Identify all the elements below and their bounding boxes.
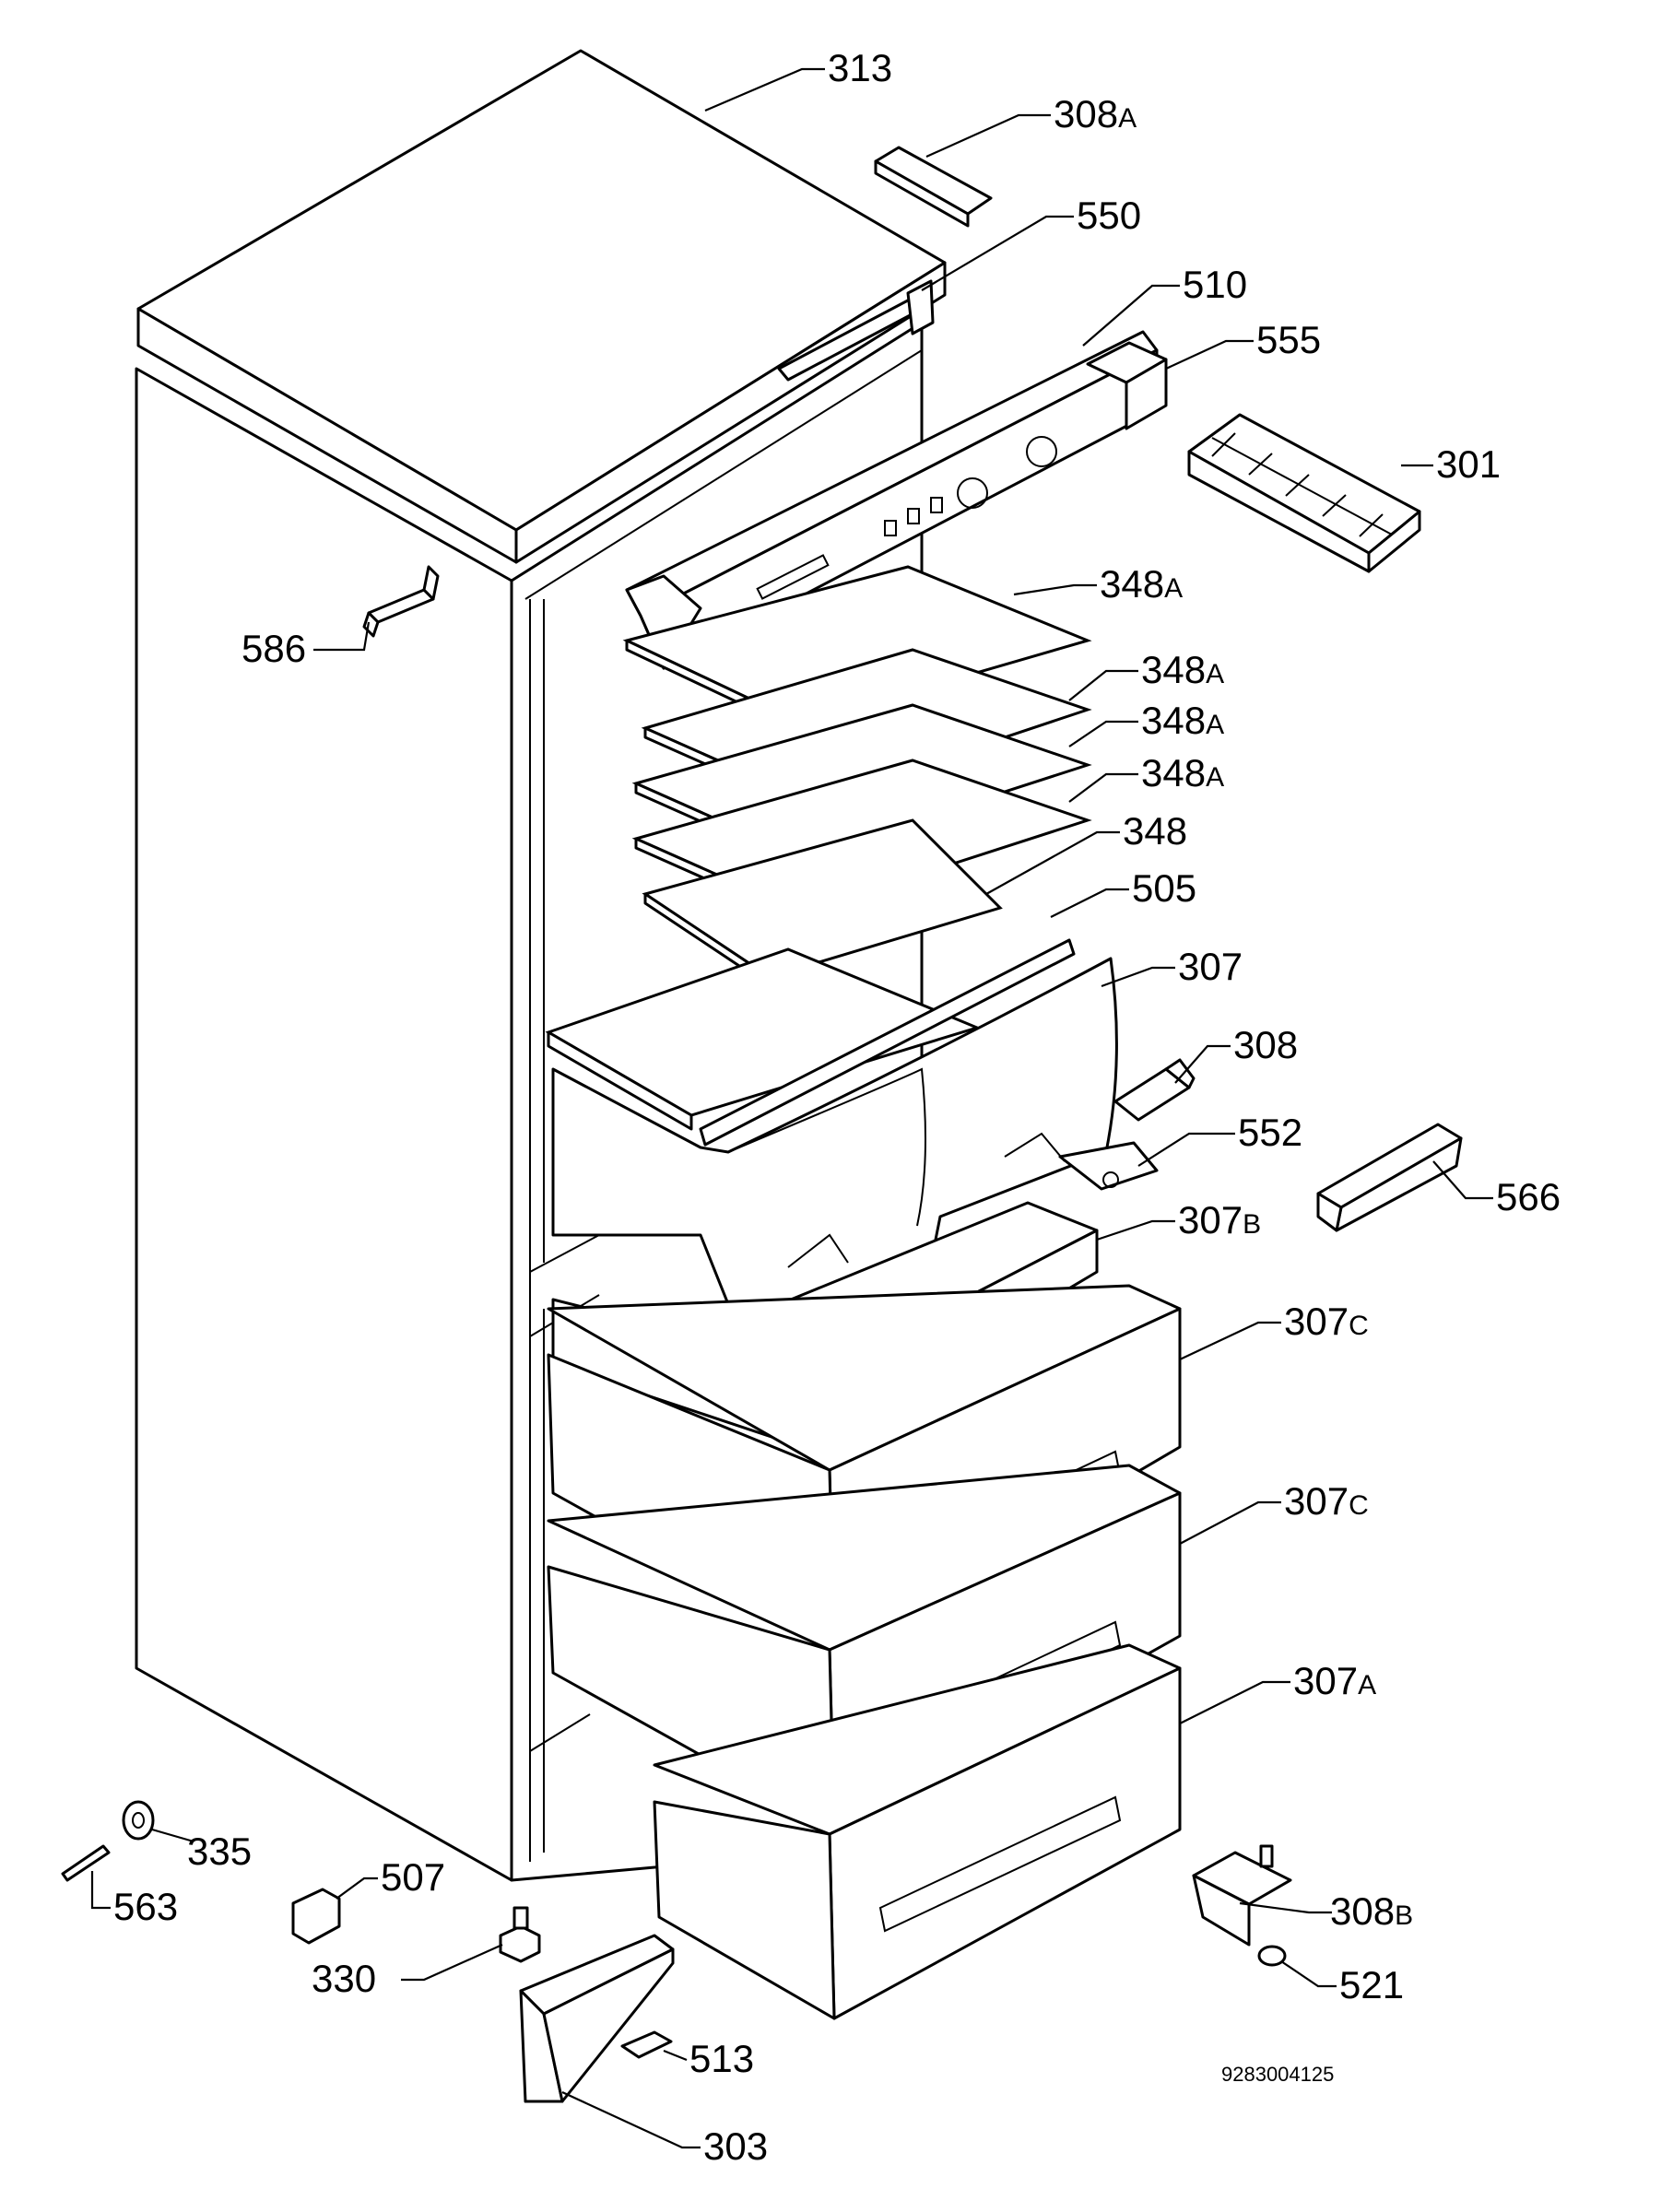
label-307: 307 [1178,945,1243,988]
label-330: 330 [312,1957,376,2000]
bracket-550 [777,279,935,382]
label-308: 308 [1233,1023,1298,1066]
cap-521 [1257,1945,1287,1967]
freezer-drawer-307a [653,1643,1182,2020]
handle-566 [1316,1123,1463,1232]
label-550: 550 [1077,194,1141,237]
crisper-cover-505 [545,938,1076,1147]
label-307b: 307B [1178,1198,1261,1241]
plinth-303 [519,1934,675,2103]
rail-552 [1058,1141,1159,1191]
label-308b: 308B [1330,1889,1413,1933]
label-335: 335 [187,1830,252,1873]
label-507: 507 [381,1855,445,1899]
label-348a-4: 348A [1141,751,1224,794]
part-labels: 313 308A 550 510 555 301 586 348A 348A 3… [113,46,1561,2168]
label-348: 348 [1123,809,1187,853]
ice-tray-301 [1187,413,1421,573]
label-566: 566 [1496,1175,1561,1218]
label-348a-1: 348A [1100,562,1183,606]
leader-lines [90,67,1493,2149]
label-521: 521 [1339,1963,1404,2006]
tab-513 [620,2030,673,2059]
label-586: 586 [241,627,306,670]
label-348a-3: 348A [1141,699,1224,742]
fan-housing-555 [1086,341,1168,430]
label-303: 303 [703,2124,768,2168]
label-313: 313 [828,46,892,89]
label-348a-2: 348A [1141,648,1224,691]
label-513: 513 [689,2037,754,2080]
label-555: 555 [1256,318,1321,361]
bracket-586 [362,565,440,638]
label-308a: 308A [1054,92,1137,135]
label-505: 505 [1132,866,1196,910]
label-307a: 307A [1293,1659,1376,1702]
label-510: 510 [1183,263,1247,306]
hinge-308a [874,146,993,228]
hinge-308b [1192,1844,1292,1947]
pin-563 [61,1844,111,1882]
roller-335 [122,1800,155,1841]
label-301: 301 [1436,442,1501,486]
glass-shelf-348 [642,818,1003,988]
foot-330 [499,1906,541,1963]
hinge-308 [1113,1058,1196,1122]
label-307c-1: 307C [1284,1300,1369,1343]
label-307c-2: 307C [1284,1479,1369,1523]
document-number: 9283004125 [1221,2063,1334,2086]
label-563: 563 [113,1885,178,1928]
clip-507 [291,1888,341,1945]
label-552: 552 [1238,1111,1302,1154]
